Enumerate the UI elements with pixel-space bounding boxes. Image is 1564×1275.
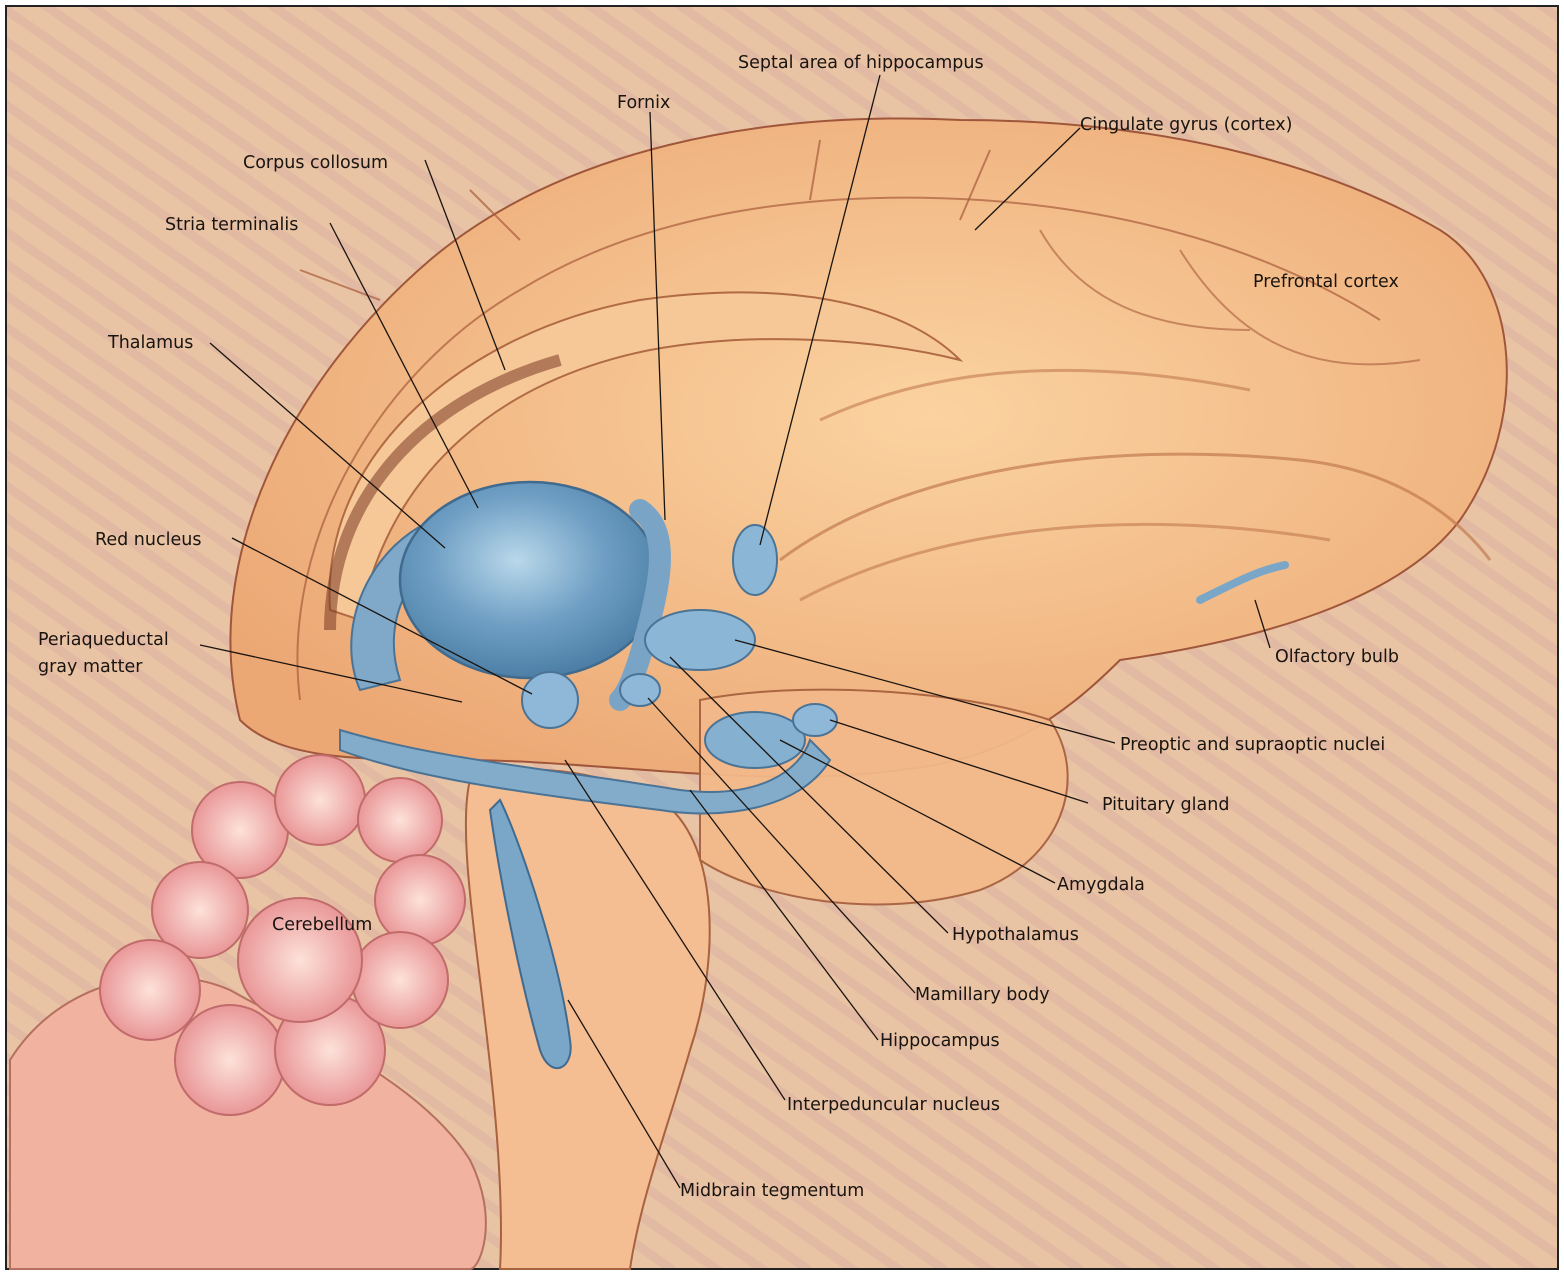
label-preoptic: Preoptic and supraoptic nuclei: [1120, 735, 1385, 755]
cerebellum-folium: [100, 940, 200, 1040]
mamillary-body-shape: [620, 674, 660, 706]
label-cingulate-gyrus: Cingulate gyrus (cortex): [1080, 115, 1292, 135]
label-corpus-collosum: Corpus collosum: [243, 153, 388, 173]
label-prefrontal-cortex: Prefrontal cortex: [1253, 272, 1399, 292]
label-pituitary: Pituitary gland: [1102, 795, 1229, 815]
hypothalamus-shape: [645, 610, 755, 670]
label-olfactory-bulb: Olfactory bulb: [1275, 647, 1399, 667]
label-amygdala: Amygdala: [1057, 875, 1145, 895]
label-hippocampus: Hippocampus: [880, 1031, 1000, 1051]
label-septal-area: Septal area of hippocampus: [738, 53, 984, 73]
cerebellum-folium: [352, 932, 448, 1028]
label-periaqueductal-line1: Periaqueductal: [38, 630, 169, 650]
label-periaqueductal-line2: gray matter: [38, 657, 143, 677]
cerebellum-folium: [175, 1005, 285, 1115]
label-red-nucleus: Red nucleus: [95, 530, 201, 550]
cerebellum-folium: [358, 778, 442, 862]
thalamus-shape: [400, 482, 660, 678]
label-stria-terminalis: Stria terminalis: [165, 215, 298, 235]
cerebellum-folium: [275, 755, 365, 845]
label-cerebellum: Cerebellum: [272, 915, 372, 935]
cerebellum-folium: [375, 855, 465, 945]
label-fornix: Fornix: [617, 93, 670, 113]
label-midbrain: Midbrain tegmentum: [680, 1181, 864, 1201]
label-hypothalamus: Hypothalamus: [952, 925, 1079, 945]
amygdala-shape: [705, 712, 805, 768]
red-nucleus-shape: [522, 672, 578, 728]
label-thalamus: Thalamus: [107, 333, 193, 353]
label-mamillary: Mamillary body: [915, 985, 1050, 1005]
label-interpeduncular: Interpeduncular nucleus: [787, 1095, 1000, 1115]
septal-area-shape: [733, 525, 777, 595]
